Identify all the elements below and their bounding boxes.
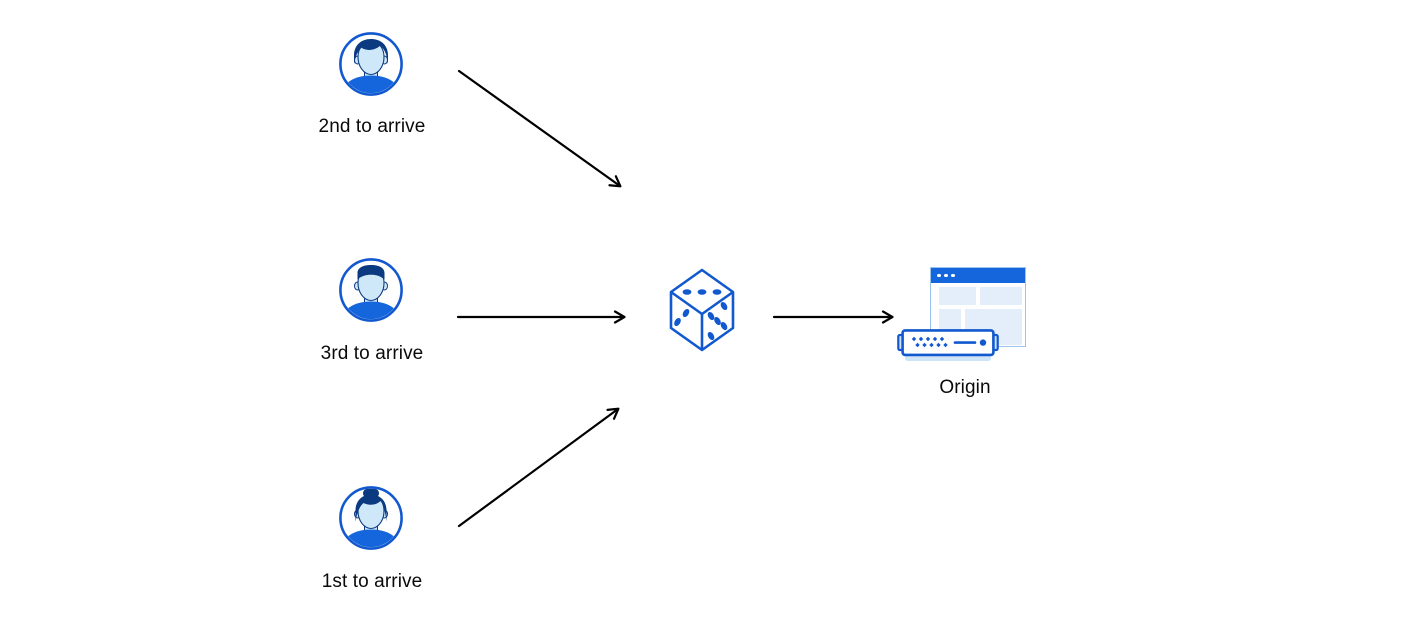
origin-label: Origin (939, 377, 991, 398)
window-dot-icon (951, 273, 955, 278)
client-bottom-label: 1st to arrive (321, 571, 423, 592)
edge-client-bottom-to-dice (457, 407, 620, 528)
user-avatar-icon (339, 32, 403, 96)
client-top-label: 2nd to arrive (318, 116, 426, 137)
edge-client-top-to-dice (457, 69, 622, 188)
user-avatar-icon (339, 486, 403, 550)
browser-titlebar (931, 268, 1025, 283)
content-block (939, 287, 976, 305)
window-dot-icon (944, 273, 948, 278)
dice-icon (669, 268, 735, 352)
origin-server-icon (897, 329, 999, 361)
user-avatar-icon (339, 258, 403, 322)
content-block (980, 287, 1022, 305)
window-dot-icon (937, 273, 941, 278)
client-middle-label: 3rd to arrive (320, 343, 424, 364)
